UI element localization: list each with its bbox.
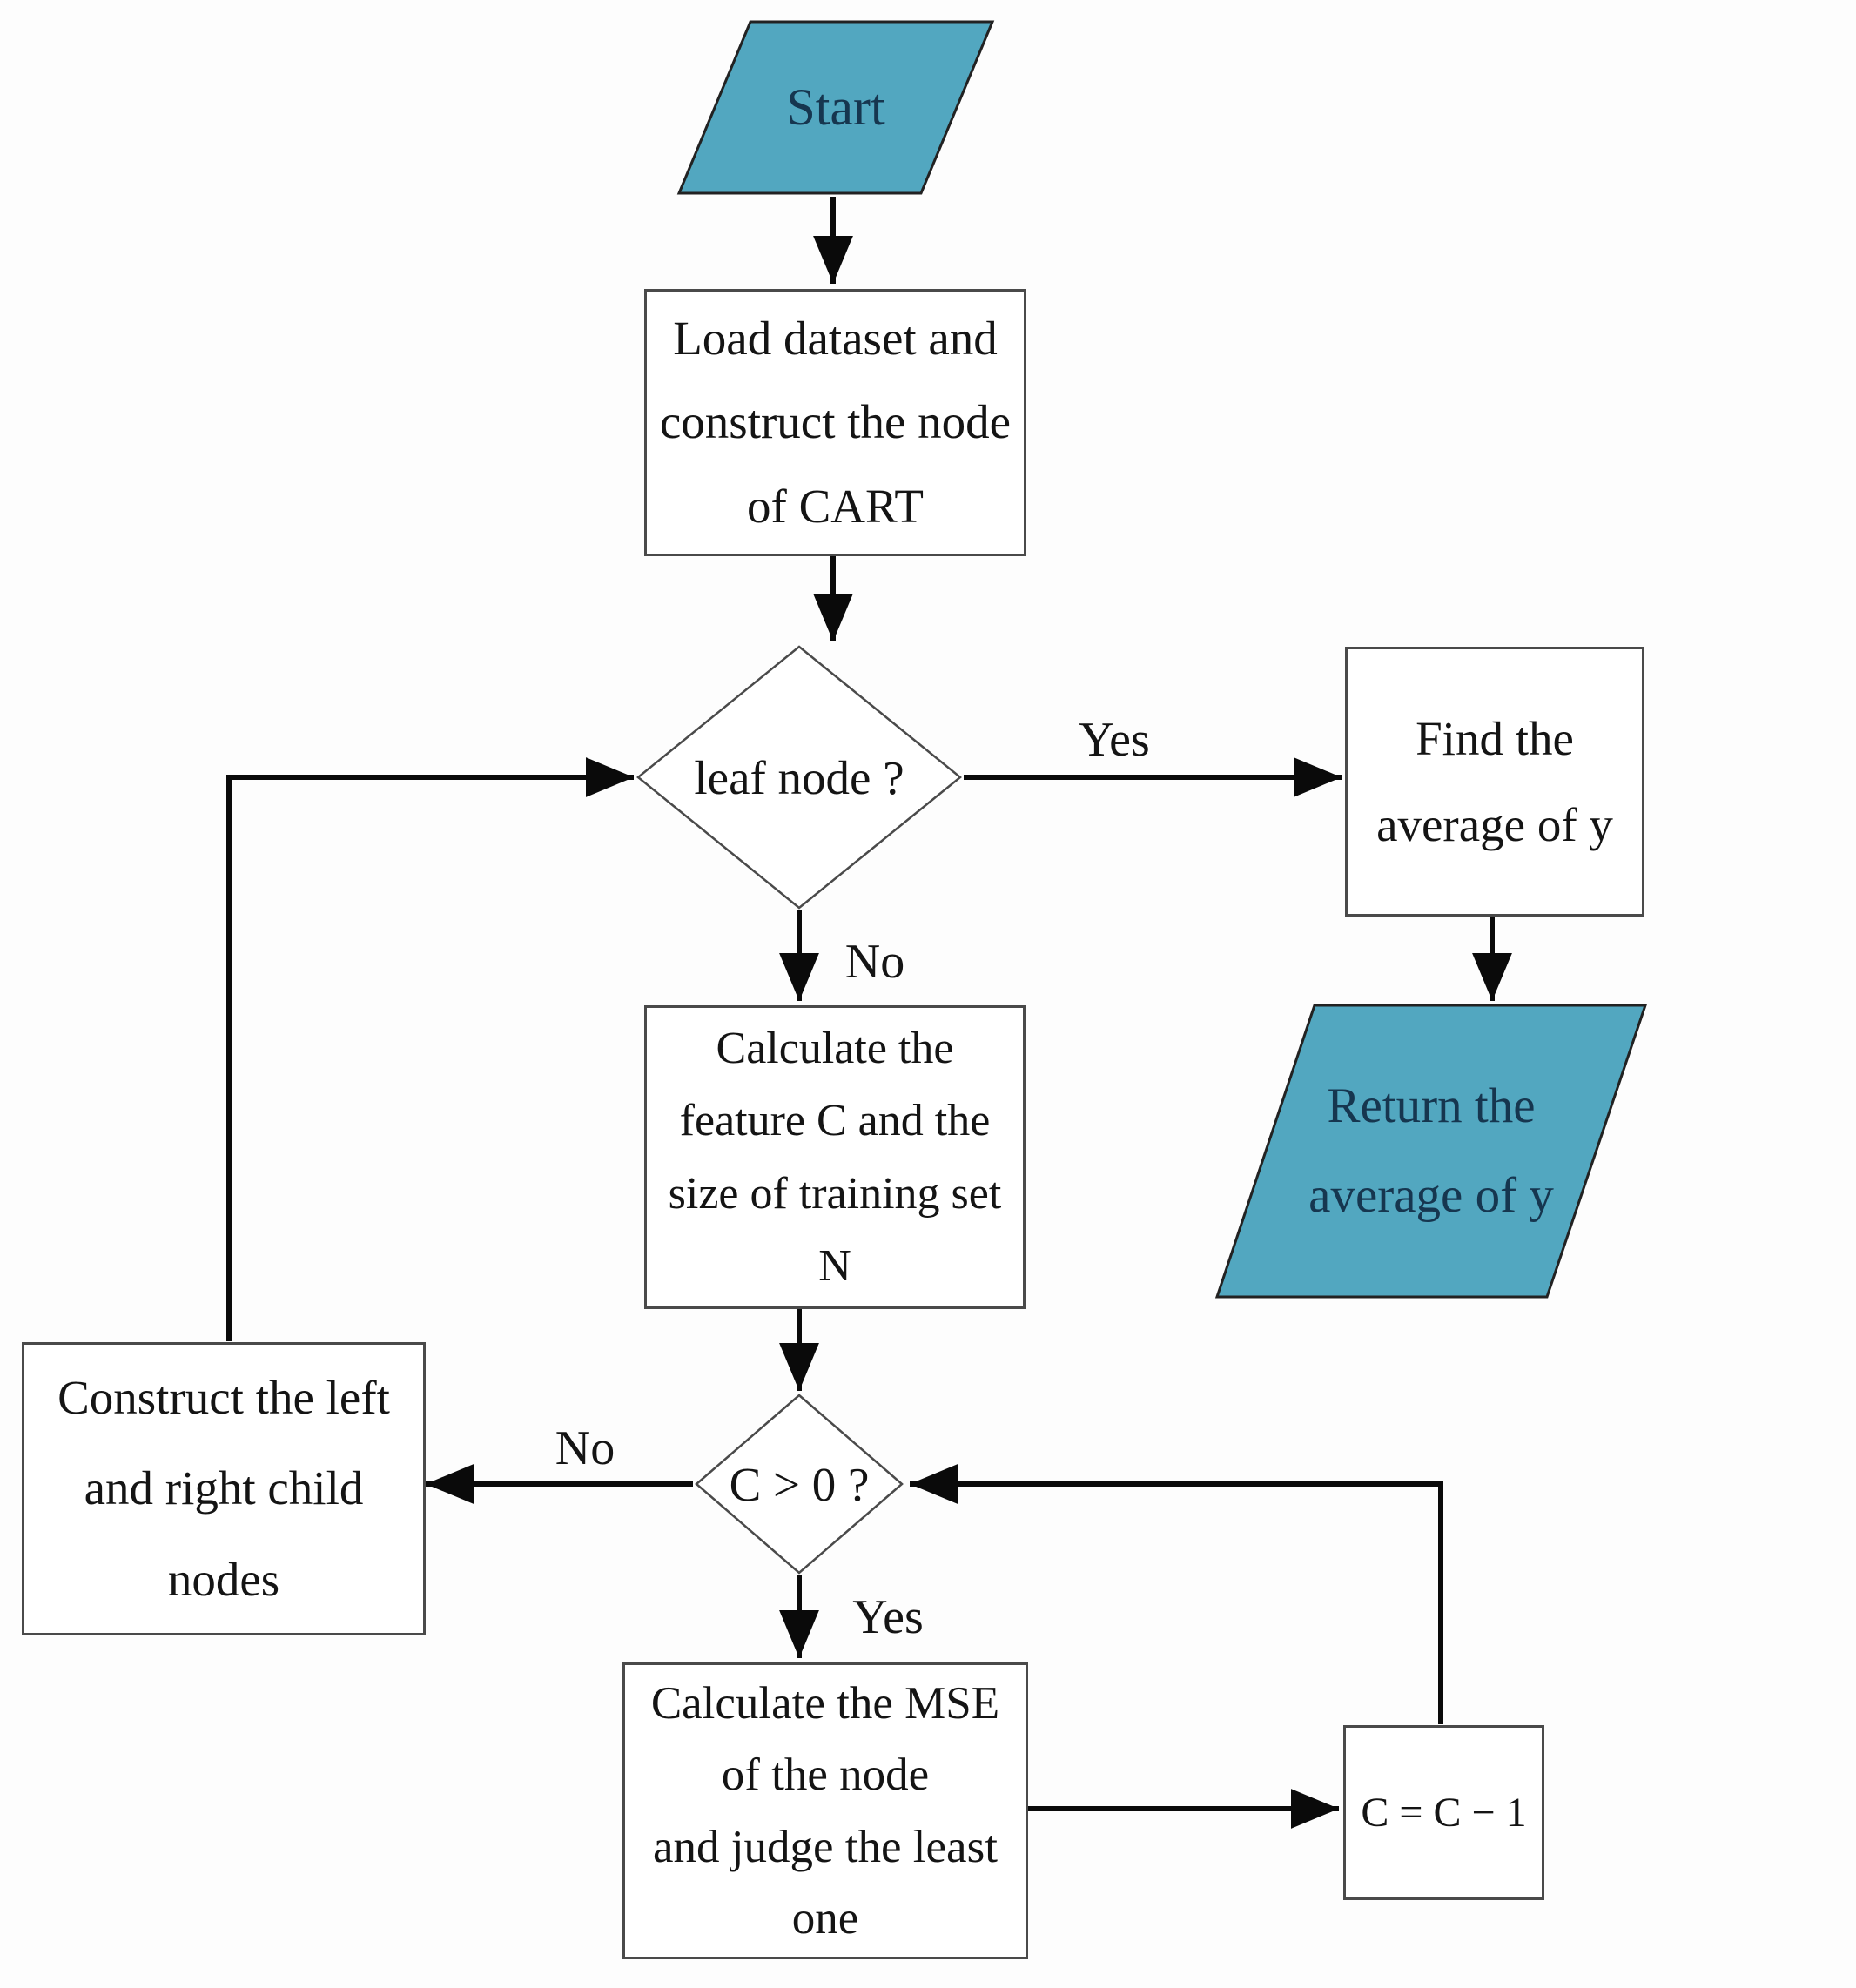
start-terminal-shape xyxy=(676,20,995,195)
node-leaf-decision-label: leaf node ? xyxy=(694,750,904,804)
c-greater-zero-decision-shape xyxy=(695,1394,904,1575)
node-construct-children: Construct the left and right child nodes xyxy=(22,1342,426,1635)
edge-label-leaf-yes-text: Yes xyxy=(1079,712,1150,767)
node-load-dataset: Load dataset and construct the node of C… xyxy=(644,289,1026,556)
edge-label-c-no: No xyxy=(533,1409,637,1488)
edge-decrement-loop-to-c-decision xyxy=(910,1464,1443,1724)
edge-label-leaf-no-text: No xyxy=(844,935,905,989)
return-terminal-shape xyxy=(1214,1004,1648,1299)
node-construct-children-label: Construct the left and right child nodes xyxy=(57,1370,390,1606)
edge-label-c-no-text: No xyxy=(555,1421,615,1475)
node-return-average: Return the average of y xyxy=(1217,1005,1645,1297)
node-decrement-c: C = C − 1 xyxy=(1343,1725,1544,1900)
node-load-dataset-label: Load dataset and construct the node of C… xyxy=(659,312,1012,533)
node-c-decision-label: C > 0 ? xyxy=(729,1457,870,1511)
node-start-label: Start xyxy=(786,78,885,136)
node-calc-feature: Calculate the feature C and the size of … xyxy=(644,1005,1026,1309)
node-calc-mse: Calculate the MSE of the node and judge … xyxy=(622,1662,1028,1959)
edge-label-c-yes: Yes xyxy=(827,1578,949,1656)
node-start: Start xyxy=(679,22,992,193)
node-calc-mse-label: Calculate the MSE of the node and judge … xyxy=(650,1678,1000,1944)
node-c-decision: C > 0 ? xyxy=(696,1395,902,1573)
node-leaf-decision: leaf node ? xyxy=(638,647,960,908)
node-find-average-label: Find the average of y xyxy=(1376,712,1613,851)
edge-label-leaf-no: No xyxy=(823,923,927,1001)
node-return-average-label: Return the average of y xyxy=(1308,1078,1554,1223)
edge-label-leaf-yes: Yes xyxy=(1045,702,1184,776)
node-calc-feature-label: Calculate the feature C and the size of … xyxy=(668,1024,1002,1291)
node-find-average: Find the average of y xyxy=(1345,647,1644,917)
edge-label-c-yes-text: Yes xyxy=(852,1590,924,1644)
node-decrement-c-label: C = C − 1 xyxy=(1361,1790,1527,1836)
edge-construct-children-loop-to-leaf-decision xyxy=(226,757,634,1341)
leaf-node-decision-shape xyxy=(636,645,962,910)
